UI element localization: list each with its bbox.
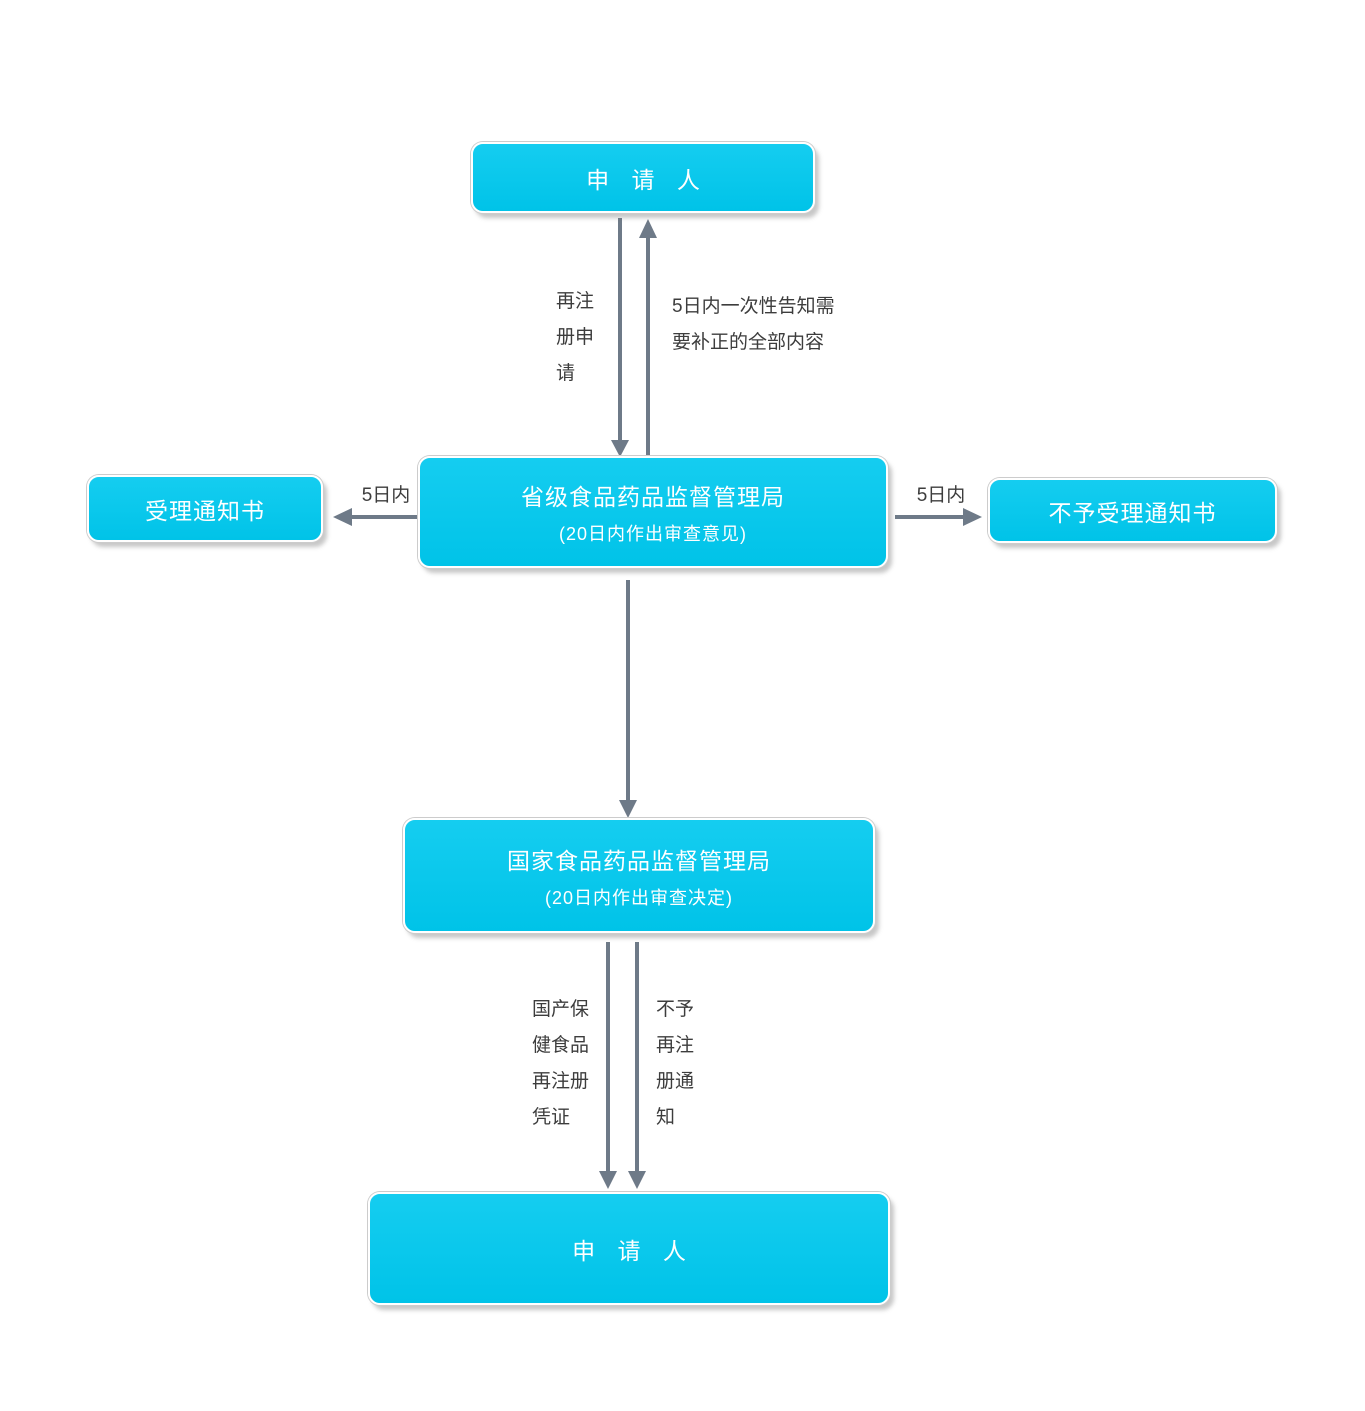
arrow-down-deny-icon xyxy=(628,942,646,1189)
node-provincial-fda-subtitle: (20日内作出审查意见) xyxy=(558,524,747,544)
edge-label-five-days-right: 5日内 xyxy=(916,485,966,506)
arrow-up-supplement-icon xyxy=(639,219,657,456)
node-reject-notice: 不予受理通知书 xyxy=(988,478,1277,543)
node-applicant-top: 申 请 人 xyxy=(471,142,815,213)
node-provincial-fda-title: 省级食品药品监督管理局 xyxy=(521,484,785,510)
node-national-fda-subtitle: (20日内作出审查决定) xyxy=(544,887,733,908)
node-applicant-bottom-label: 申 请 人 xyxy=(572,1237,694,1264)
edge-label-five-days-left: 5日内 xyxy=(361,485,411,506)
node-provincial-fda: 省级食品药品监督管理局 (20日内作出审查意见) xyxy=(418,456,888,568)
node-accept-notice-label: 受理通知书 xyxy=(145,497,265,524)
edge-label-deny-reregister: 不予 再注 册通 知 xyxy=(656,999,695,1128)
node-applicant-bottom: 申 请 人 xyxy=(368,1192,890,1305)
node-national-fda: 国家食品药品监督管理局 (20日内作出审查决定) xyxy=(403,818,875,933)
edge-label-reregister-application: 再注 册申 请 xyxy=(556,291,595,384)
node-applicant-top-label: 申 请 人 xyxy=(586,166,708,193)
node-national-fda-title: 国家食品药品监督管理局 xyxy=(507,847,771,874)
edge-label-supplement-notice: 5日内一次性告知需 要补正的全部内容 xyxy=(672,296,835,353)
node-accept-notice: 受理通知书 xyxy=(87,475,323,542)
edge-label-cert-issue: 国产保 健食品 再注册 凭证 xyxy=(532,999,590,1128)
node-reject-notice-label: 不予受理通知书 xyxy=(1048,499,1217,526)
arrow-down-forward-icon xyxy=(619,580,637,818)
